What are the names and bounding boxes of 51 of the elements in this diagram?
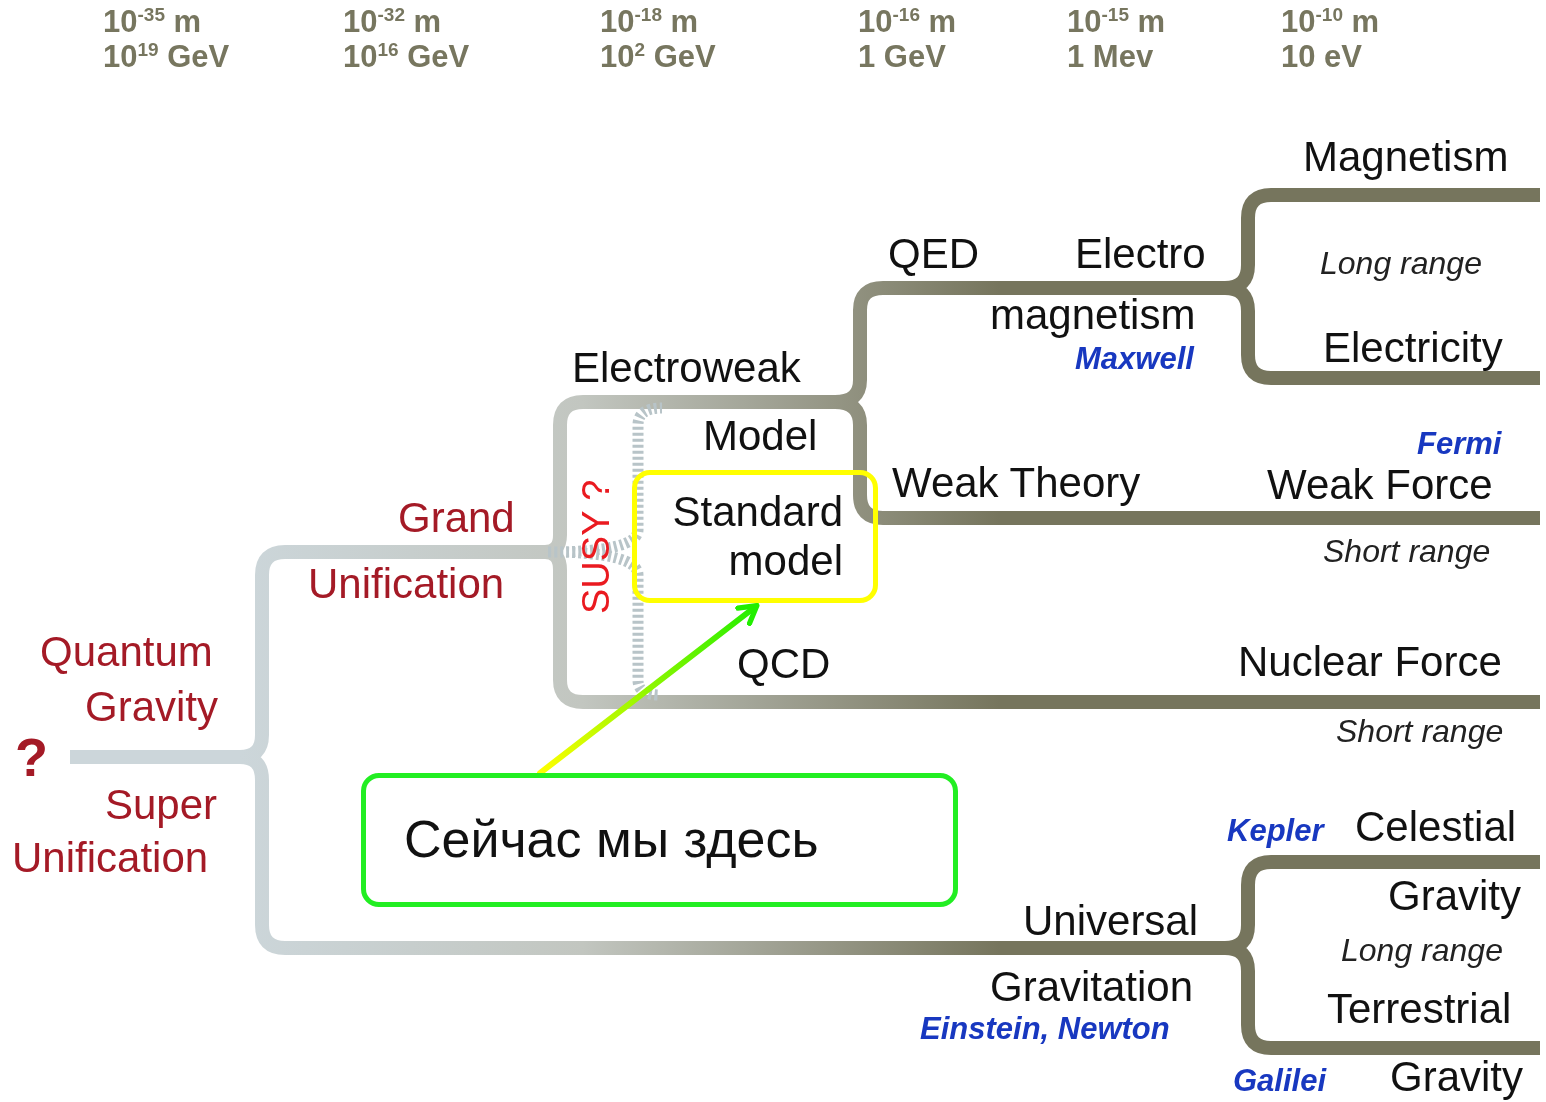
branch-label: Weak Force xyxy=(1267,462,1493,509)
branch-label: Celestial xyxy=(1355,804,1517,851)
branch-label: Terrestrial xyxy=(1327,986,1512,1033)
branch-label: Weak Theory xyxy=(892,460,1141,507)
theory-label: Super xyxy=(105,782,218,829)
scale-label: 10 eV xyxy=(1281,40,1362,75)
range-label: Long range xyxy=(1341,933,1503,969)
branch-label: Model xyxy=(703,413,818,460)
branch-label: QCD xyxy=(737,641,831,688)
branch-label: Gravity xyxy=(1388,873,1521,920)
range-label: Short range xyxy=(1336,714,1504,750)
branch-label: Gravity xyxy=(1390,1054,1523,1101)
branch-label: Magnetism xyxy=(1303,134,1509,181)
scientist-label: Fermi xyxy=(1417,427,1502,462)
branch-label: Electricity xyxy=(1323,325,1503,372)
branch-label: QED xyxy=(888,231,979,278)
branch-label: magnetism xyxy=(990,292,1196,339)
node-text: Standard model xyxy=(671,488,843,585)
arrow xyxy=(537,602,760,776)
susy-label: SUSY ? xyxy=(576,479,618,614)
node-text: Сейчас мы здесь xyxy=(404,810,820,870)
scale-label: 10$^{-15}$ m xyxy=(1067,5,1166,40)
scale-label: 10$^{19}$ GeV xyxy=(103,40,230,75)
branch-label: Gravitation xyxy=(990,964,1194,1011)
scale-label: 10$^{-35}$ m xyxy=(103,5,202,40)
scale-label: 1 Mev xyxy=(1067,40,1154,75)
theory-label: Grand xyxy=(398,495,515,542)
theory-label: Unification xyxy=(308,561,505,608)
range-label: Long range xyxy=(1320,246,1482,282)
branch-label: Universal xyxy=(1023,898,1199,945)
scientist-label: Maxwell xyxy=(1075,342,1194,377)
theory-label: Unification xyxy=(12,835,209,882)
scientist-label: Einstein, Newton xyxy=(920,1012,1170,1047)
scale-label: 10$^{-16}$ m xyxy=(858,5,957,40)
scientist-label: Kepler xyxy=(1227,814,1324,849)
scale-label: 10$^{2}$ GeV xyxy=(600,40,716,75)
scale-label: 10$^{-18}$ m xyxy=(600,5,699,40)
branch-label: Electro xyxy=(1075,231,1206,278)
scale-label: 1 GeV xyxy=(858,40,946,75)
theory-label: Quantum xyxy=(40,629,213,676)
scale-label: 10$^{16}$ GeV xyxy=(343,40,470,75)
branch-label: Nuclear Force xyxy=(1238,639,1502,686)
scale-label: 10$^{-32}$ m xyxy=(343,5,442,40)
range-label: Short range xyxy=(1323,534,1491,570)
callout-box xyxy=(361,773,958,907)
theory-label: Gravity xyxy=(85,684,218,731)
highlight-box xyxy=(632,470,878,603)
question-mark: ? xyxy=(15,728,48,788)
branch-label: Electroweak xyxy=(572,345,801,392)
scientist-label: Galilei xyxy=(1233,1064,1327,1099)
scale-label: 10$^{-10}$ m xyxy=(1281,5,1380,40)
